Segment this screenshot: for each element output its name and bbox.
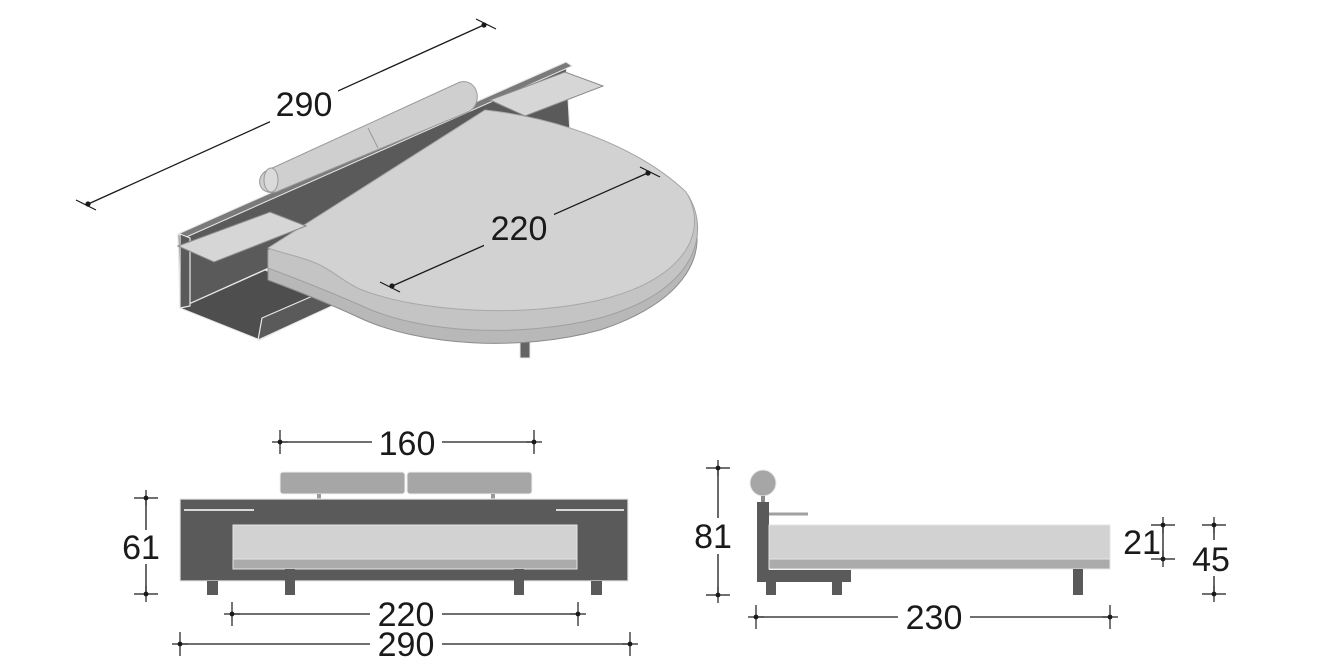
front-mattress-base — [232, 558, 578, 570]
label-iso-220: 220 — [491, 210, 548, 248]
label-side-45: 45 — [1192, 541, 1230, 579]
isometric-view: 290 220 — [75, 18, 699, 359]
label-front-290: 290 — [378, 626, 435, 658]
label-front-160: 160 — [379, 425, 436, 463]
side-base — [757, 570, 851, 582]
side-headboard — [757, 502, 769, 582]
front-pillow-right — [406, 471, 533, 495]
side-view: 81 230 21 45 — [690, 460, 1236, 637]
front-leg — [514, 569, 524, 595]
front-view: 160 61 220 290 — [118, 424, 638, 658]
label-front-61: 61 — [122, 529, 160, 567]
front-leg — [591, 581, 602, 595]
iso-pillow — [259, 81, 478, 193]
iso-pillow-seam — [367, 127, 379, 149]
side-leg — [832, 582, 842, 595]
side-mattress-base — [768, 558, 1111, 570]
label-front-220: 220 — [378, 596, 435, 634]
front-leg — [285, 569, 295, 595]
iso-pillow-end — [263, 167, 279, 193]
iso-mattress-top — [266, 109, 695, 312]
label-iso-290: 290 — [276, 86, 333, 124]
iso-left-shelf — [176, 211, 308, 263]
iso-left-end — [179, 233, 191, 309]
front-pillow-left — [279, 471, 406, 495]
iso-right-shelf — [488, 71, 605, 117]
front-mattress — [232, 524, 578, 560]
side-leg — [1073, 569, 1083, 595]
side-leg — [766, 582, 776, 595]
label-side-81: 81 — [694, 518, 732, 556]
label-side-21: 21 — [1123, 524, 1161, 562]
label-side-230: 230 — [906, 599, 963, 637]
side-mattress — [768, 524, 1111, 560]
front-leg — [207, 581, 218, 595]
side-pillow — [749, 469, 777, 497]
